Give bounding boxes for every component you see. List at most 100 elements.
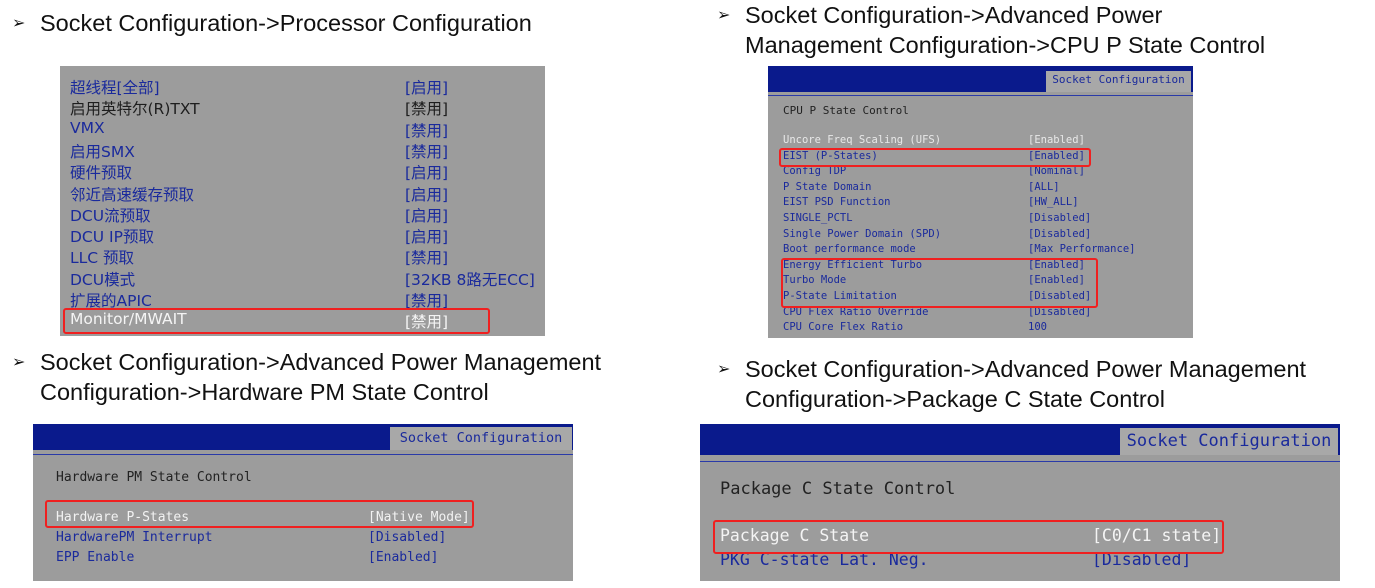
tab-socket-configuration[interactable]: Socket Configuration xyxy=(1120,428,1338,455)
setting-value[interactable]: [禁用] xyxy=(405,100,449,119)
bios-setting-row[interactable]: CPU Core Flex Ratio 100 xyxy=(768,321,1193,337)
setting-label: Package C State xyxy=(720,526,870,545)
bios-setting-row[interactable]: EPP Enable[Enabled] xyxy=(33,550,573,570)
bios-setting-row[interactable]: Package C State [C0/C1 state] xyxy=(700,526,1340,550)
setting-label: Uncore Freq Scaling (UFS) xyxy=(783,134,942,146)
setting-value[interactable]: [启用] xyxy=(405,206,449,225)
heading-text: Socket Configuration->Processor Configur… xyxy=(40,10,532,36)
divider xyxy=(768,95,1193,96)
setting-value[interactable]: 100 xyxy=(1028,321,1047,334)
setting-label: Energy Efficient Turbo xyxy=(783,258,923,271)
section-heading-package-c-state: ➢ Socket Configuration->Advanced Power M… xyxy=(717,354,1306,414)
setting-label: 启用英特尔(R)TXT xyxy=(70,100,200,119)
arrow-bullet-icon: ➢ xyxy=(12,352,26,371)
setting-value[interactable]: [Enabled] xyxy=(1028,258,1085,271)
bios-setting-row[interactable]: LLC 预取[禁用] xyxy=(60,246,545,267)
bios-setting-row[interactable]: CPU Flex Ratio Override[Disabled] xyxy=(768,306,1193,322)
setting-label: 硬件预取 xyxy=(70,164,133,183)
arrow-bullet-icon: ➢ xyxy=(717,359,731,378)
bios-setting-row[interactable]: VMX[禁用] xyxy=(60,119,545,140)
bios-setting-row[interactable]: 超线程[全部] [启用] xyxy=(60,76,545,97)
setting-value[interactable]: [C0/C1 state] xyxy=(1092,526,1222,545)
highlight-box xyxy=(713,520,1224,554)
bios-panel-hardware-pm-state-control: Socket Configuration Hardware PM State C… xyxy=(33,424,573,581)
bios-panel-processor-configuration: 超线程[全部][启用]启用英特尔(R)TXT[禁用]VMX[禁用]启用SMX[禁… xyxy=(60,66,545,336)
bios-setting-row[interactable]: DCU模式 [32KB 8路无ECC] xyxy=(60,268,545,289)
bios-setting-row[interactable]: Boot performance mode[Max Performance] xyxy=(768,243,1193,259)
bios-setting-row[interactable]: Turbo Mode[Enabled] xyxy=(768,274,1193,290)
bios-setting-row[interactable]: DCU流预取 [启用] xyxy=(60,204,545,225)
highlight-box xyxy=(779,148,1091,167)
setting-label: DCU IP预取 xyxy=(70,228,154,247)
setting-value[interactable]: [HW_ALL] xyxy=(1028,196,1079,209)
bios-setting-row[interactable]: 启用英特尔(R)TXT [禁用] xyxy=(60,97,545,118)
highlight-box xyxy=(781,258,1098,308)
page-title: Hardware PM State Control xyxy=(56,470,252,485)
setting-value[interactable]: [启用] xyxy=(405,185,449,204)
setting-label: PKG C-state Lat. Neg. xyxy=(720,550,929,569)
section-heading-cpu-p-state: ➢ Socket Configuration->Advanced Power M… xyxy=(717,0,1265,60)
setting-value[interactable]: [Enabled] xyxy=(1028,134,1085,146)
bios-setting-row[interactable]: Monitor/MWAIT[禁用] xyxy=(60,310,545,331)
bios-setting-row[interactable]: SINGLE_PCTL[Disabled] xyxy=(768,212,1193,228)
bios-setting-row[interactable]: P-State Limitation[Disabled] xyxy=(768,290,1193,306)
setting-value[interactable]: [Enabled] xyxy=(1028,274,1085,287)
setting-value[interactable]: [Enabled] xyxy=(1028,149,1085,162)
bios-setting-row[interactable]: EIST PSD Function[HW_ALL] xyxy=(768,196,1193,212)
setting-label: CPU Core Flex Ratio xyxy=(783,321,904,334)
setting-value[interactable]: [Nominal] xyxy=(1028,165,1085,178)
setting-label: P State Domain xyxy=(783,180,872,193)
setting-value[interactable]: [Native Mode] xyxy=(368,510,470,525)
bios-setting-row[interactable]: Hardware P-States [Native Mode] xyxy=(33,510,573,530)
setting-value[interactable]: [禁用] xyxy=(405,292,449,310)
setting-value[interactable]: [禁用] xyxy=(405,121,449,140)
setting-value[interactable]: [Disabled] xyxy=(1028,212,1092,224)
heading-line: Socket Configuration->Advanced Power xyxy=(745,2,1163,28)
setting-value[interactable]: [禁用] xyxy=(405,142,449,161)
page-title: CPU P State Control xyxy=(783,104,909,117)
bios-setting-row[interactable]: 扩展的APIC [禁用] xyxy=(60,289,545,310)
setting-value[interactable]: [Max Performance] xyxy=(1028,243,1136,256)
bios-setting-row[interactable]: P State Domain [ALL] xyxy=(768,181,1193,197)
setting-value[interactable]: [Enabled] xyxy=(368,550,439,565)
setting-value[interactable]: [启用] xyxy=(405,164,449,183)
bios-setting-row[interactable]: DCU IP预取 [启用] xyxy=(60,225,545,246)
setting-label: 扩展的APIC xyxy=(70,292,152,310)
bios-setting-row[interactable]: PKG C-state Lat. Neg. [Disabled] xyxy=(700,550,1340,574)
bios-setting-row[interactable]: EIST (P-States) [Enabled] xyxy=(768,150,1193,166)
setting-value[interactable]: [Disabled] xyxy=(368,530,447,545)
setting-value[interactable]: [Disabled] xyxy=(1028,305,1092,318)
bios-setting-row[interactable]: Single Power Domain (SPD)[Disabled] xyxy=(768,228,1193,244)
setting-value[interactable]: [32KB 8路无ECC] xyxy=(405,270,535,289)
bios-setting-row[interactable]: 邻近高速缓存预取 [启用] xyxy=(60,183,545,204)
bios-setting-row[interactable]: HardwarePM Interrupt[Disabled] xyxy=(33,530,573,550)
setting-label: EIST (P-States) xyxy=(783,149,878,162)
bios-setting-row[interactable]: Uncore Freq Scaling (UFS) [Enabled] xyxy=(768,134,1193,150)
section-heading-hardware-pm: ➢ Socket Configuration->Advanced Power M… xyxy=(12,347,601,407)
divider xyxy=(33,454,573,455)
setting-label: 超线程[全部] xyxy=(70,79,160,97)
setting-label: DCU流预取 xyxy=(70,206,151,225)
setting-value[interactable]: [启用] xyxy=(405,79,449,97)
bios-setting-row[interactable]: 启用SMX[禁用] xyxy=(60,140,545,161)
setting-value[interactable]: [禁用] xyxy=(405,249,449,268)
setting-value[interactable]: [启用] xyxy=(405,228,449,247)
bios-setting-row[interactable]: Config TDP [Nominal] xyxy=(768,165,1193,181)
setting-value[interactable]: [禁用] xyxy=(405,313,449,332)
tab-socket-configuration[interactable]: Socket Configuration xyxy=(1046,71,1191,92)
setting-value[interactable]: [Disabled] xyxy=(1028,290,1092,302)
setting-value[interactable]: [ALL] xyxy=(1028,180,1060,193)
highlight-box xyxy=(63,308,490,334)
bios-setting-row[interactable]: Energy Efficient Turbo [Enabled] xyxy=(768,259,1193,275)
setting-value[interactable]: [Disabled] xyxy=(1092,550,1192,569)
setting-label: 邻近高速缓存预取 xyxy=(70,185,195,204)
setting-label: Config TDP xyxy=(783,165,847,178)
arrow-bullet-icon: ➢ xyxy=(12,13,26,32)
bios-setting-row[interactable]: 硬件预取 [启用] xyxy=(60,161,545,182)
setting-label: Hardware P-States xyxy=(56,510,190,525)
setting-value[interactable]: [Disabled] xyxy=(1028,227,1092,240)
tab-socket-configuration[interactable]: Socket Configuration xyxy=(390,427,572,450)
setting-label: DCU模式 xyxy=(70,270,136,289)
bios-panel-cpu-p-state-control: Socket Configuration CPU P State Control… xyxy=(768,66,1193,338)
heading-line: Configuration->Package C State Control xyxy=(745,386,1165,412)
